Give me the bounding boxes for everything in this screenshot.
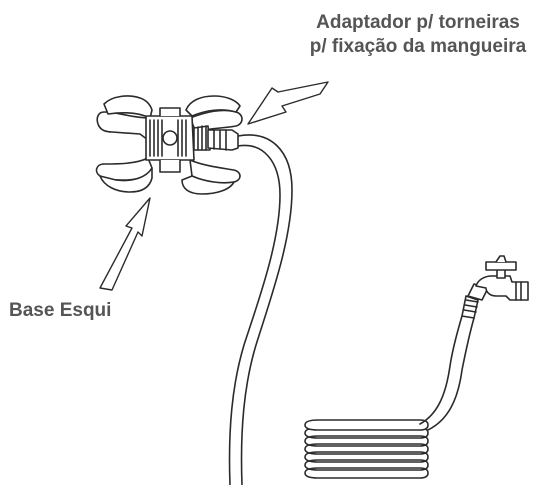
faucet-icon <box>461 255 529 319</box>
adapter-label: Adaptador p/ torneiras p/ fixação da man… <box>296 11 540 59</box>
adapter-label-line1: Adaptador p/ torneiras <box>316 12 520 33</box>
base-label: Base Esqui <box>9 300 112 321</box>
adapter-arrow <box>247 81 329 125</box>
hose-coil <box>304 419 429 479</box>
garden-hose-icon <box>228 134 475 485</box>
adapter-label-line2: p/ fixação da mangueira <box>309 36 527 57</box>
base-arrow <box>99 197 151 291</box>
hose-adapter-icon <box>193 125 239 151</box>
